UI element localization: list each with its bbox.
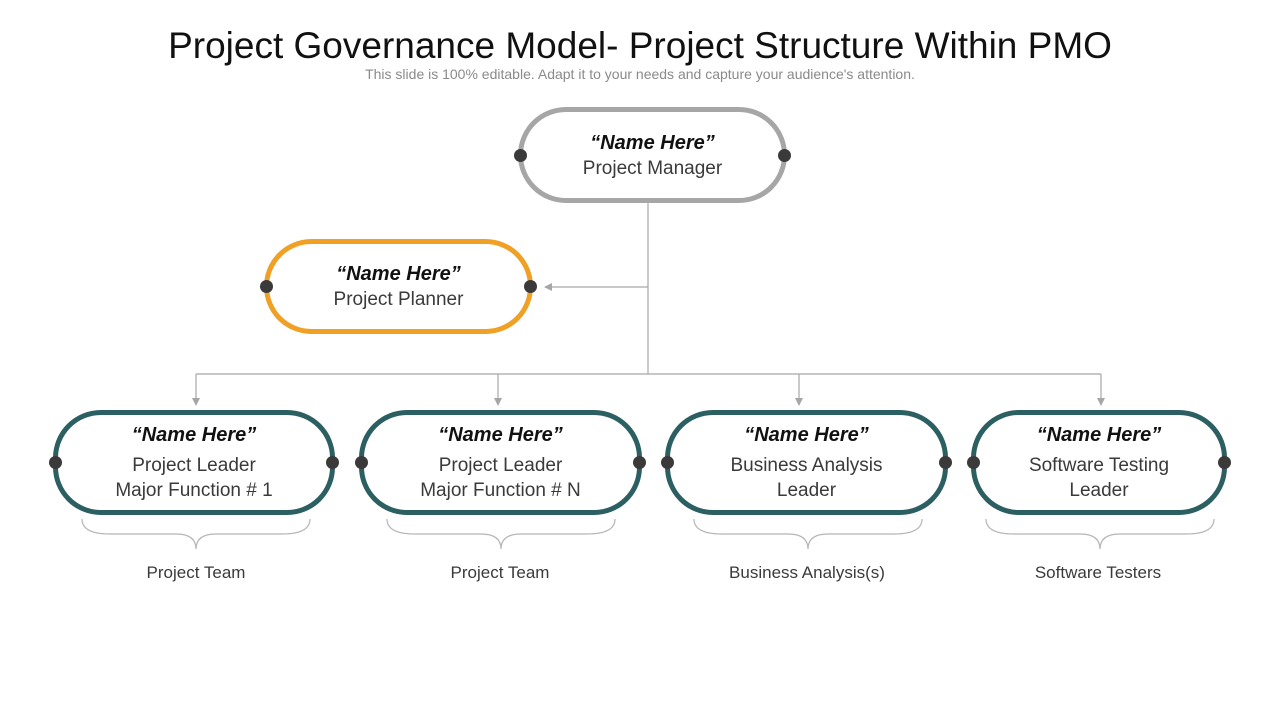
slide-title: Project Governance Model- Project Struct…	[168, 25, 1112, 66]
team-label-3: Business Analysis(s)	[729, 563, 885, 582]
right-connector-dot	[633, 456, 646, 469]
manager-role: Project Manager	[582, 157, 723, 179]
planner-role: Project Planner	[333, 289, 464, 310]
left-connector-dot	[514, 148, 527, 162]
leader-1-role-line-2: Major Function # 1	[115, 480, 273, 501]
leader-node-1: “Name Here” Project Leader Major Functio…	[49, 410, 339, 515]
right-connector-dot	[524, 280, 537, 293]
team-label-1: Project Team	[146, 563, 246, 582]
right-connector-dot	[939, 456, 952, 469]
leader-2-name: “Name Here”	[438, 424, 563, 446]
manager-name: “Name Here”	[590, 131, 715, 154]
leader-4-role-line-2: Leader	[1069, 480, 1129, 501]
team-brace-3	[693, 518, 923, 550]
right-connector-dot	[326, 456, 339, 469]
leader-3-role-line-1: Business Analysis	[730, 455, 883, 476]
left-connector-dot	[967, 456, 980, 469]
leader-3-name: “Name Here”	[744, 424, 869, 446]
leader-1-role-line-1: Project Leader	[132, 455, 256, 476]
left-connector-dot	[661, 456, 674, 469]
project-manager-node: “Name Here” Project Manager	[514, 107, 791, 203]
leader-node-4: “Name Here” Software Testing Leader	[967, 410, 1231, 515]
right-connector-dot	[778, 148, 791, 162]
leader-2-role-line-1: Project Leader	[438, 455, 563, 476]
leader-node-2: “Name Here” Project Leader Major Functio…	[355, 410, 646, 515]
slide-subtitle: This slide is 100% editable. Adapt it to…	[365, 66, 915, 82]
leader-3-role-line-2: Leader	[776, 480, 837, 501]
right-connector-dot	[1218, 456, 1231, 469]
leader-node-3: “Name Here” Business Analysis Leader	[661, 410, 952, 515]
leader-4-role-line-1: Software Testing	[1028, 455, 1170, 476]
team-brace-1	[81, 518, 311, 550]
planner-name: “Name Here”	[336, 263, 461, 285]
left-connector-dot	[355, 456, 368, 469]
team-label-2: Project Team	[450, 563, 550, 582]
team-label-4: Software Testers	[1034, 563, 1162, 582]
left-connector-dot	[260, 280, 273, 293]
team-brace-4	[985, 518, 1215, 550]
leader-4-name: “Name Here”	[1036, 424, 1162, 446]
project-planner-node: “Name Here” Project Planner	[260, 239, 537, 334]
leader-1-name: “Name Here”	[131, 424, 257, 446]
team-brace-2	[386, 518, 616, 550]
left-connector-dot	[49, 456, 62, 469]
leader-2-role-line-2: Major Function # N	[420, 480, 581, 501]
